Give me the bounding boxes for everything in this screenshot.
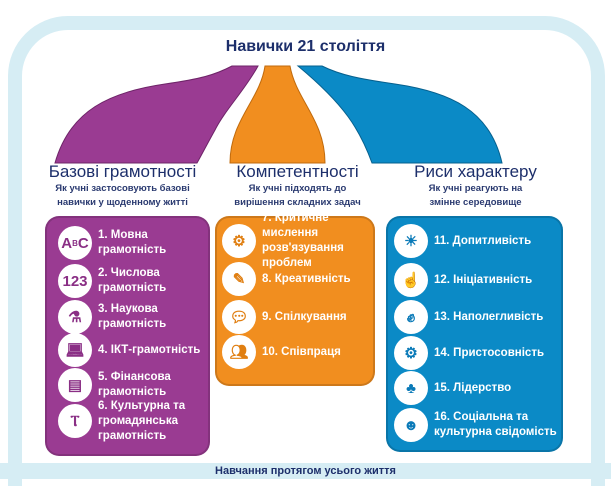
subtitle: вирішення складних задач: [234, 197, 361, 208]
diagram-title: Навички 21 століття: [225, 38, 386, 55]
outer-frame: [8, 16, 605, 486]
skill-label: 13. Наполегливість: [434, 310, 544, 323]
gears-icon: ⚙: [394, 336, 428, 370]
skill-label: 3. Наукова грамотність: [98, 303, 167, 330]
subtitle: Як учні застосовують базові: [55, 183, 190, 194]
skill-item: 💻︎ 4. ІКТ-грамотність: [58, 333, 203, 367]
skill-item: 👥︎ 10. Співпраця: [222, 335, 372, 369]
subtitle: навички у щоденному житті: [57, 197, 188, 208]
skill-item: ☀ 11. Допитливість: [394, 224, 559, 258]
skill-label: 7. Критичне мислення розв'язування пробл…: [262, 212, 344, 269]
column-header-character: Риси характеру Як учні реагують на змінн…: [388, 162, 563, 210]
skill-label: 8. Креативність: [262, 272, 351, 285]
coins-icon: ▤: [58, 368, 92, 402]
pencil-ruler-icon: ✎: [222, 262, 256, 296]
group-icon: ☻: [394, 408, 428, 442]
subtitle: Як учні підходять до: [248, 183, 347, 194]
skill-item: ⚙7. Критичне мислення розв'язування проб…: [222, 212, 372, 269]
subtitle: Як учні реагують на: [428, 183, 523, 194]
column-header-basic: Базові грамотності Як учні застосовують …: [40, 162, 205, 210]
column-header-competencies: Компетентності Як учні підходять до вирі…: [215, 162, 380, 210]
skill-label: 12. Ініціативність: [434, 273, 533, 286]
blue-branch: [296, 65, 503, 164]
skill-item: ✎ 8. Креативність: [222, 262, 372, 296]
branch-shapes: [54, 65, 503, 164]
heading: Риси характеру: [414, 162, 537, 181]
skill-label: 16. Соціальна та культурна свідомість: [434, 411, 557, 438]
skill-label: 4. ІКТ-грамотність: [98, 343, 201, 356]
heading: Базові грамотності: [48, 162, 197, 181]
skill-label: 9. Спілкування: [262, 310, 347, 323]
skill-label: 6. Культурна та громадянська грамотність: [98, 399, 186, 442]
skill-item: ⚗3. Наукова грамотність: [58, 300, 203, 334]
skill-label: 1. Мовна грамотність: [98, 229, 167, 256]
skill-label: 2. Числова грамотність: [98, 267, 167, 294]
flask-icon: ⚗: [58, 300, 92, 334]
skill-item: ☝ 12. Ініціативність: [394, 263, 559, 297]
skill-item: ✊︎ 13. Наполегливість: [394, 300, 559, 334]
hierarchy-icon: ♣: [394, 371, 428, 405]
speech-bubble-icon: 💬︎: [222, 300, 256, 334]
laptop-icon: 💻︎: [58, 333, 92, 367]
heading: Компетентності: [236, 162, 359, 181]
numbers-icon: 123: [58, 264, 92, 298]
skill-item: ▤5. Фінансова грамотність: [58, 368, 203, 402]
skill-label: 11. Допитливість: [434, 234, 532, 247]
skill-item: ☻16. Соціальна та культурна свідомість: [394, 408, 559, 442]
hand-pointer-icon: ☝: [394, 263, 428, 297]
skill-label: 14. Пристосовність: [434, 346, 545, 359]
skill-item: ⚙ 14. Пристосовність: [394, 336, 559, 370]
columns-icon: Ⲧ: [58, 404, 92, 438]
skill-label: 5. Фінансова грамотність: [98, 371, 171, 398]
skill-label: 15. Лідерство: [434, 381, 512, 394]
skill-item: 💬︎ 9. Спілкування: [222, 300, 372, 334]
purple-branch: [54, 65, 259, 164]
orange-branch: [229, 65, 326, 164]
subtitle: змінне середовище: [429, 197, 522, 208]
footer-band: Навчання протягом усього життя: [0, 463, 611, 479]
skill-label: 10. Співпраця: [262, 345, 341, 358]
head-gears-icon: ⚙: [222, 224, 256, 258]
lightbulb-icon: ☀: [394, 224, 428, 258]
people-icon: 👥︎: [222, 335, 256, 369]
skill-item: ♣ 15. Лідерство: [394, 371, 559, 405]
fist-icon: ✊︎: [394, 300, 428, 334]
